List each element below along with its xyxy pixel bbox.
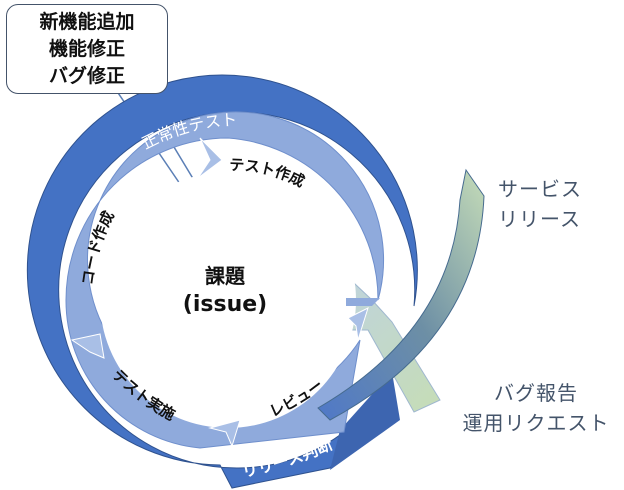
center-issue-label: 課題 (issue) (150, 262, 300, 320)
service-release-line-2: リリース (498, 207, 581, 231)
feedback-line-1: バグ報告 (494, 381, 578, 405)
outer-ring-arrowhead (330, 372, 400, 470)
inner-ring-end-cap (346, 298, 380, 306)
inner-segment-tip-bottom (208, 419, 241, 448)
callout-line-feature-fix: 機能修正 (48, 37, 125, 60)
service-release-line-1: サービス (498, 177, 582, 201)
center-title: 課題 (205, 264, 245, 288)
work-request-callout: 新機能追加 機能修正 バグ修正 (6, 4, 168, 94)
feedback-line-2: 運用リクエスト (462, 411, 610, 435)
inner-hole (100, 172, 356, 428)
inner-segment-tip-right (347, 307, 369, 341)
release-arrow-icon (317, 168, 485, 421)
feedback-label: バグ報告 運用リクエスト (450, 378, 622, 438)
callout-line-new-feature: 新機能追加 (39, 10, 135, 33)
callout-line-bug-fix: バグ修正 (48, 64, 125, 87)
center-subtitle: (issue) (182, 292, 268, 317)
inner-segment-tip-left (70, 333, 105, 359)
inner-segment-tip-top (197, 137, 223, 179)
service-release-label: サービス リリース (498, 174, 582, 234)
